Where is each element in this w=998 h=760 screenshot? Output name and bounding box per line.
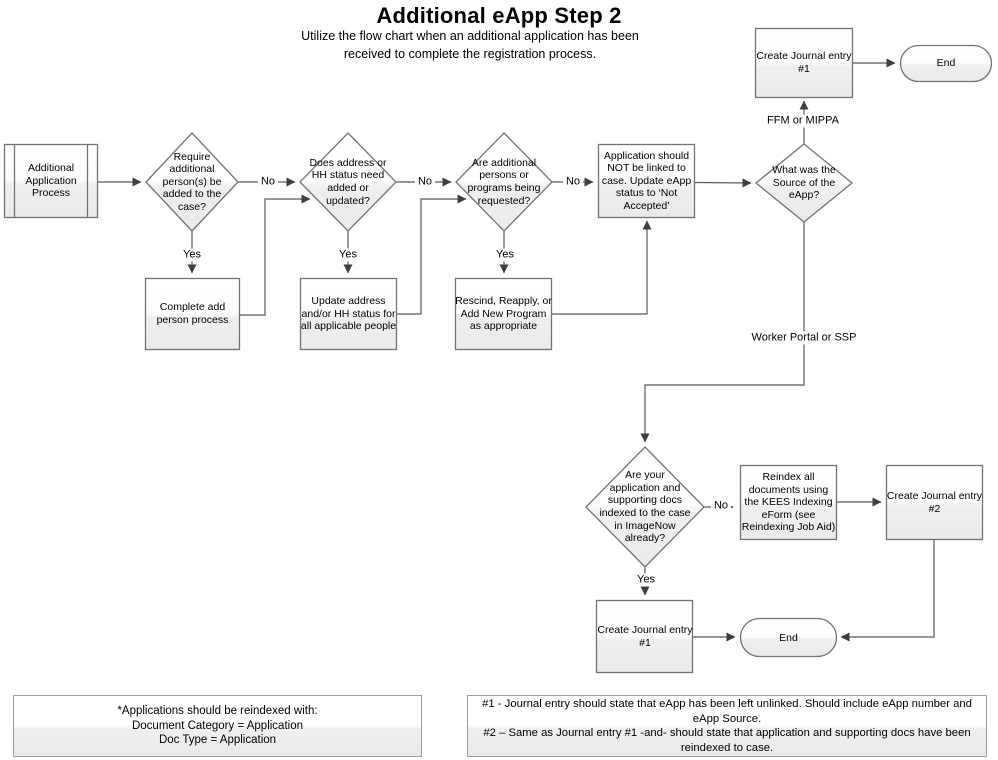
edge-update-to-persons: [396, 194, 467, 315]
decision-require-persons-label: Require additional person(s) be added to…: [162, 150, 222, 213]
process-not-linked-shape: [597, 143, 696, 219]
process-not-linked-label: Application should NOT be linked to case…: [601, 149, 692, 212]
process-reindex-shape: [739, 464, 838, 541]
edge-label-no-require: No: [257, 175, 279, 189]
process-complete-add-person-shape: [144, 277, 241, 351]
decision-docs-indexed-label: Are your application and supporting docs…: [599, 469, 691, 545]
note-journal-line-2: #2 – Same as Journal entry #1 -and- shou…: [483, 727, 971, 754]
note-reindex-line-1: *Applications should be reindexed with:: [117, 705, 318, 718]
decision-docs-indexed-shape: [585, 446, 705, 568]
note-journal-entries: #1 - Journal entry should state that eAp…: [467, 695, 987, 757]
start-node-label: Additional Application Process: [25, 162, 77, 200]
terminator-end-bottom-label: End: [779, 631, 798, 644]
edge-notlinked-to-source: [694, 178, 752, 188]
edge-label-no-indexed: No: [710, 499, 732, 513]
edge-label-no-persons: No: [562, 175, 584, 189]
edge-addperson-to-address: [239, 194, 311, 316]
note-reindex-line-3: Doc Type = Application: [158, 734, 277, 747]
terminator-end-top-label: End: [936, 57, 956, 70]
edge-label-yes-address: Yes: [336, 248, 360, 262]
process-update-address-label: Update address and/or HH status for all …: [300, 295, 397, 333]
terminator-end-bottom-shape: [739, 617, 838, 658]
edge-label-yes-indexed: Yes: [634, 573, 658, 587]
edge-label-yes-require: Yes: [180, 248, 204, 262]
edge-rescind-to-notlinked: [551, 220, 652, 315]
edge-label-no-address: No: [414, 175, 436, 189]
start-node-shape: [3, 143, 99, 219]
process-rescind-shape: [454, 277, 553, 351]
decision-persons-programs-label: Are additional persons or programs being…: [467, 156, 541, 207]
process-journal1-top-label: Create Journal entry #1: [756, 50, 852, 75]
edge-journal2-to-end: [840, 539, 935, 642]
note-reindex-requirements: *Applications should be reindexed with: …: [13, 695, 422, 757]
edge-source-worker: [640, 222, 805, 443]
decision-address-hh-shape: [299, 132, 397, 232]
decision-source-label: What was the Source of the eApp?: [772, 164, 836, 202]
edge-label-ffm-mippa: FFM or MIPPA: [764, 114, 842, 128]
process-journal1-bottom-shape: [595, 599, 694, 674]
process-rescind-label: Rescind, Reapply, or Add New Program as …: [455, 295, 552, 333]
page-title: Additional eApp Step 2: [376, 3, 622, 28]
decision-require-persons-shape: [145, 132, 239, 232]
decision-source-shape: [754, 143, 854, 223]
process-journal1-top-shape: [754, 27, 854, 99]
process-journal1-bottom-label: Create Journal entry #1: [597, 623, 693, 649]
edge-label-worker-portal: Worker Portal or SSP: [748, 331, 860, 345]
decision-persons-programs-shape: [455, 132, 553, 232]
page-subtitle: Utilize the flow chart when an additiona…: [301, 29, 639, 61]
note-reindex-line-2: Document Category = Application: [131, 719, 303, 732]
process-journal2-label: Create Journal entry #2: [886, 489, 983, 515]
process-update-address-shape: [299, 277, 398, 351]
note-journal-line-1: #1 - Journal entry should state that eAp…: [482, 698, 972, 725]
terminator-end-top-shape: [899, 44, 993, 83]
process-reindex-label: Reindex all documents using the KEES Ind…: [741, 471, 836, 534]
process-complete-add-person-label: Complete add person process: [156, 301, 229, 326]
decision-address-hh-label: Does address or HH status need added or …: [309, 156, 387, 207]
edge-label-yes-persons: Yes: [493, 248, 517, 262]
process-journal2-shape: [885, 464, 984, 541]
